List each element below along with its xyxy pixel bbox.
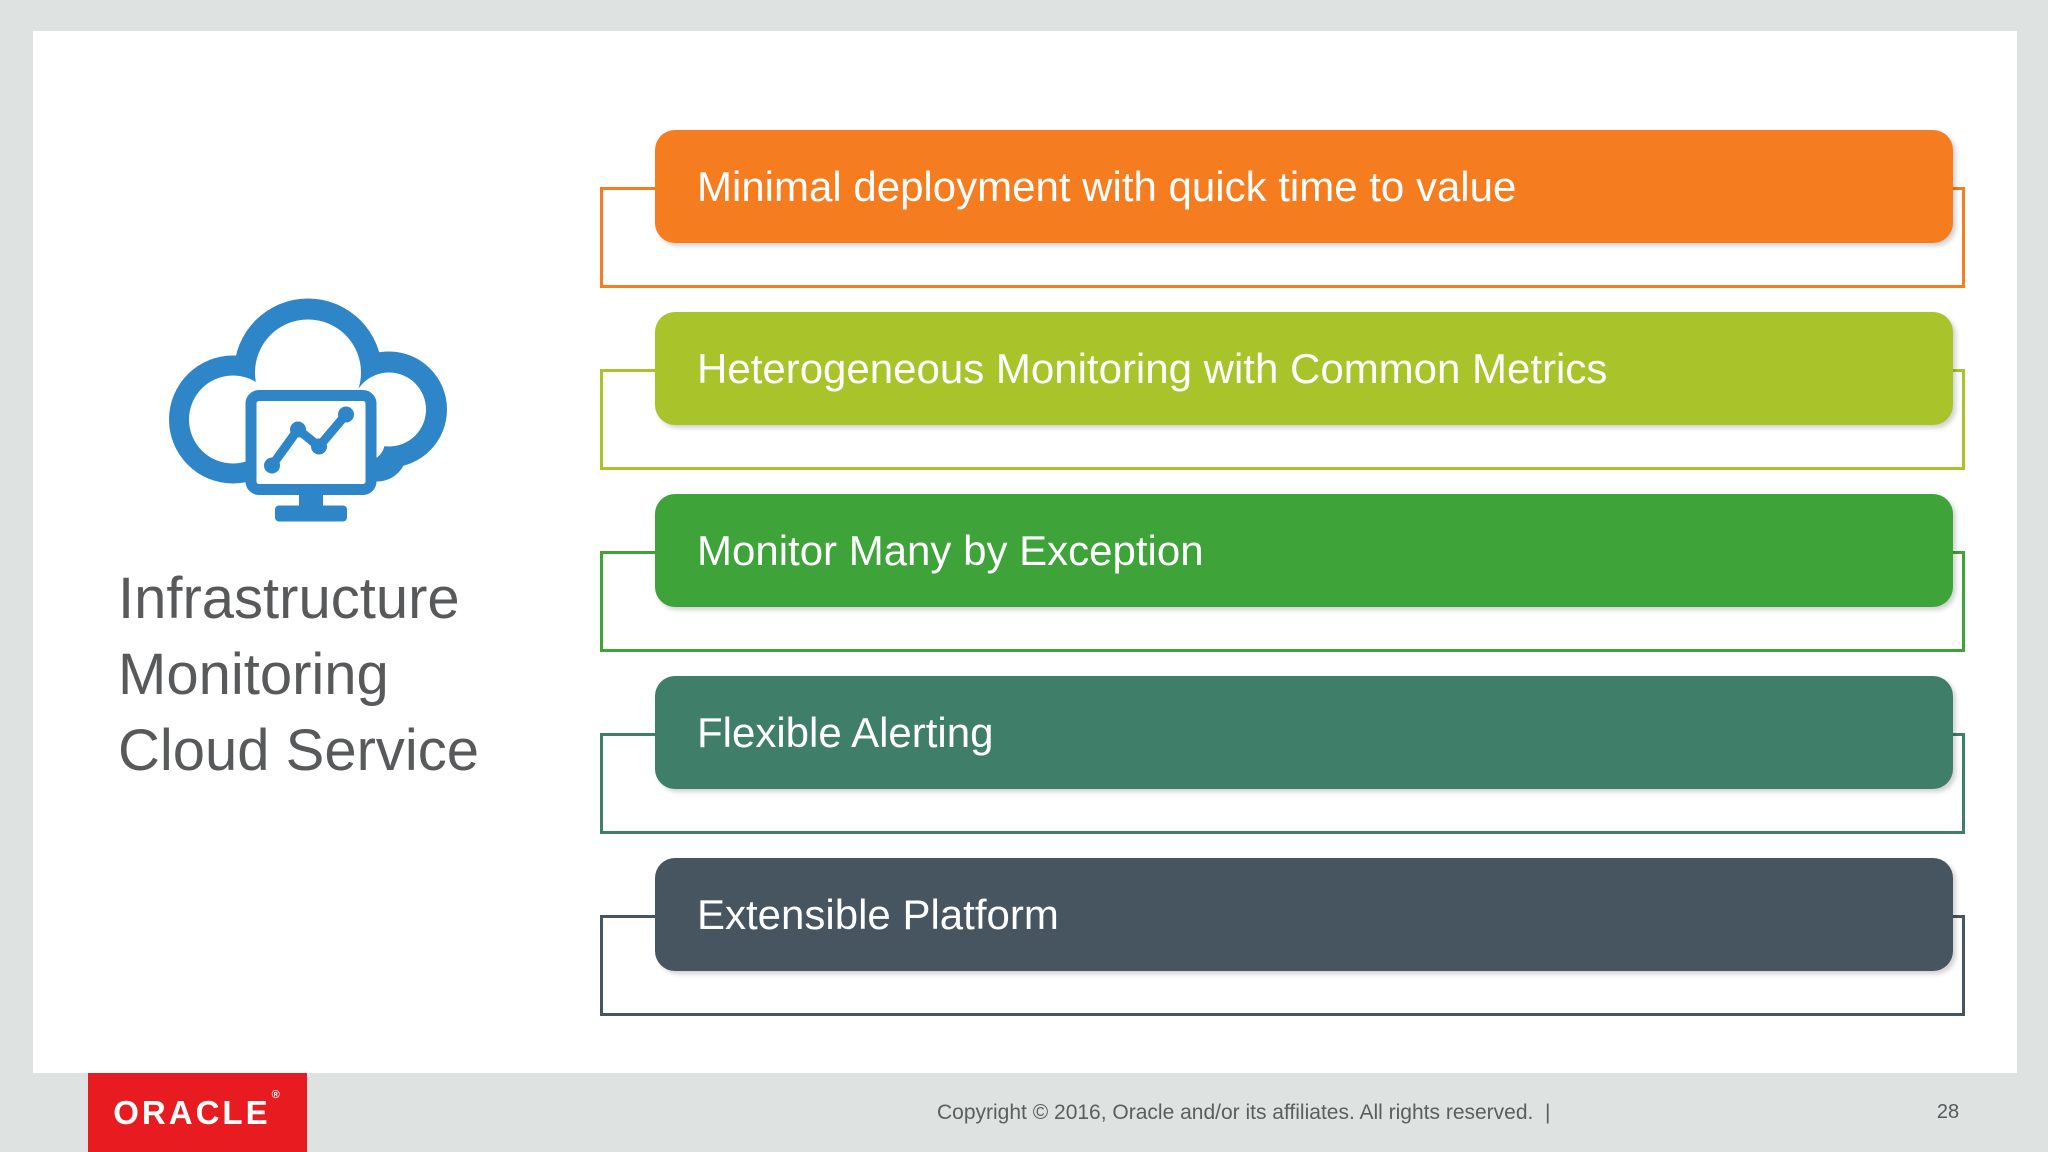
oracle-logo-text: ORACLE®	[113, 1088, 283, 1131]
feature-bar-label: Minimal deployment with quick time to va…	[697, 163, 1517, 210]
feature-row: Monitor Many by Exception	[600, 494, 1965, 654]
cloud-monitoring-icon	[145, 263, 475, 538]
page-title: Infrastructure Monitoring Cloud Service	[118, 561, 588, 789]
feature-bar-label: Monitor Many by Exception	[697, 527, 1204, 574]
feature-bar: Minimal deployment with quick time to va…	[655, 130, 1953, 243]
feature-bar-label: Extensible Platform	[697, 891, 1059, 938]
feature-bar-label: Flexible Alerting	[697, 709, 994, 756]
oracle-logo: ORACLE®	[88, 1073, 307, 1152]
title-line-1: Infrastructure	[118, 566, 460, 631]
feature-row: Extensible Platform	[600, 858, 1965, 1018]
feature-bar: Flexible Alerting	[655, 676, 1953, 789]
monitor-chart	[245, 390, 377, 522]
feature-bar: Extensible Platform	[655, 858, 1953, 971]
feature-bar-label: Heterogeneous Monitoring with Common Met…	[697, 345, 1608, 392]
feature-row: Minimal deployment with quick time to va…	[600, 130, 1965, 290]
feature-row: Heterogeneous Monitoring with Common Met…	[600, 312, 1965, 472]
feature-bar: Monitor Many by Exception	[655, 494, 1953, 607]
registered-mark: ®	[271, 1088, 283, 1101]
copyright-text: Copyright © 2016, Oracle and/or its affi…	[937, 1101, 1551, 1124]
feature-bar-list: Minimal deployment with quick time to va…	[33, 31, 2017, 1073]
feature-bar: Heterogeneous Monitoring with Common Met…	[655, 312, 1953, 425]
slide-canvas: Infrastructure Monitoring Cloud Service …	[33, 31, 2017, 1073]
page-number: 28	[1936, 1101, 1960, 1123]
title-line-2: Monitoring	[118, 642, 389, 707]
feature-row: Flexible Alerting	[600, 676, 1965, 836]
title-line-3: Cloud Service	[118, 718, 480, 783]
